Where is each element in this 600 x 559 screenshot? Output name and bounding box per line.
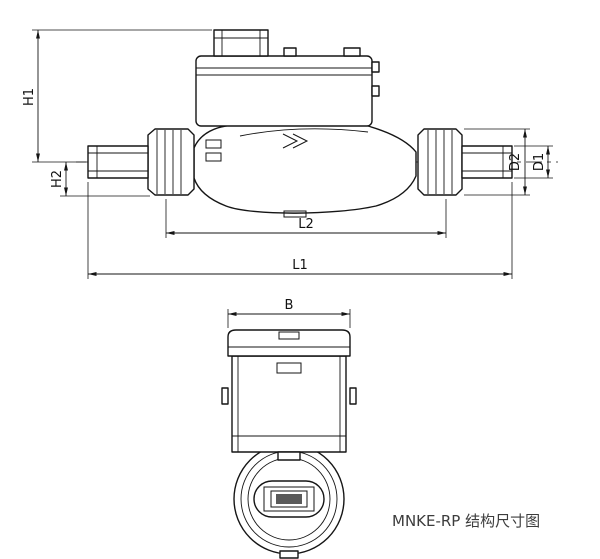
right-coupling-nut (417, 128, 463, 196)
dimension-label-d1: D1 (532, 153, 547, 171)
box-body (231, 355, 347, 453)
box-lid (227, 329, 351, 357)
dimension-d2: D2 (464, 128, 530, 196)
meter-body-outline (193, 116, 417, 214)
body-marking-lower (205, 152, 222, 162)
housing-hinge-lug-2 (371, 85, 380, 97)
drawing-caption: MNKE-RP 结构尺寸图 (392, 512, 540, 530)
dimension-label-d2: D2 (508, 153, 523, 171)
body-seam-line (239, 128, 369, 137)
register-housing (195, 55, 373, 127)
body-bottom-notch (283, 210, 307, 218)
side-view: H1 H2 L2 L1 D2 (22, 29, 558, 279)
top-connector-box (213, 29, 269, 57)
meter-face (233, 443, 345, 559)
left-coupling-nut (147, 128, 195, 196)
counter-display (270, 490, 308, 508)
face-bottom-nub (279, 550, 299, 559)
body-marking-upper (205, 139, 222, 149)
housing-top-tab-2 (343, 47, 361, 57)
dimension-label-l2: L2 (298, 217, 314, 232)
box-front-window (276, 362, 302, 374)
dimension-l1: L1 (87, 182, 513, 279)
right-pipe (461, 145, 513, 179)
dimension-label-l1: L1 (292, 258, 308, 273)
dimension-label-h1: H1 (22, 88, 37, 106)
lid-top-notch (278, 331, 300, 340)
dimension-h2: H2 (50, 162, 150, 197)
flow-direction-arrow-icon (282, 133, 309, 149)
register-box-front (221, 329, 357, 461)
box-neck (277, 451, 301, 461)
left-pipe (87, 145, 149, 179)
dimension-label-b: B (285, 298, 294, 313)
counter-digits (276, 494, 302, 504)
dimension-b: B (227, 298, 351, 328)
hinge-tab-right (349, 387, 357, 405)
housing-top-tab-1 (283, 47, 297, 57)
dimension-l2: L2 (165, 199, 447, 238)
front-view: B (221, 298, 357, 559)
dimension-label-h2: H2 (50, 170, 65, 188)
dimension-d1: D1 (514, 145, 553, 179)
dimension-h1: H1 (22, 29, 212, 163)
housing-hinge-lug-1 (371, 61, 380, 73)
hinge-tab-left (221, 387, 229, 405)
counter-frame (263, 486, 315, 512)
